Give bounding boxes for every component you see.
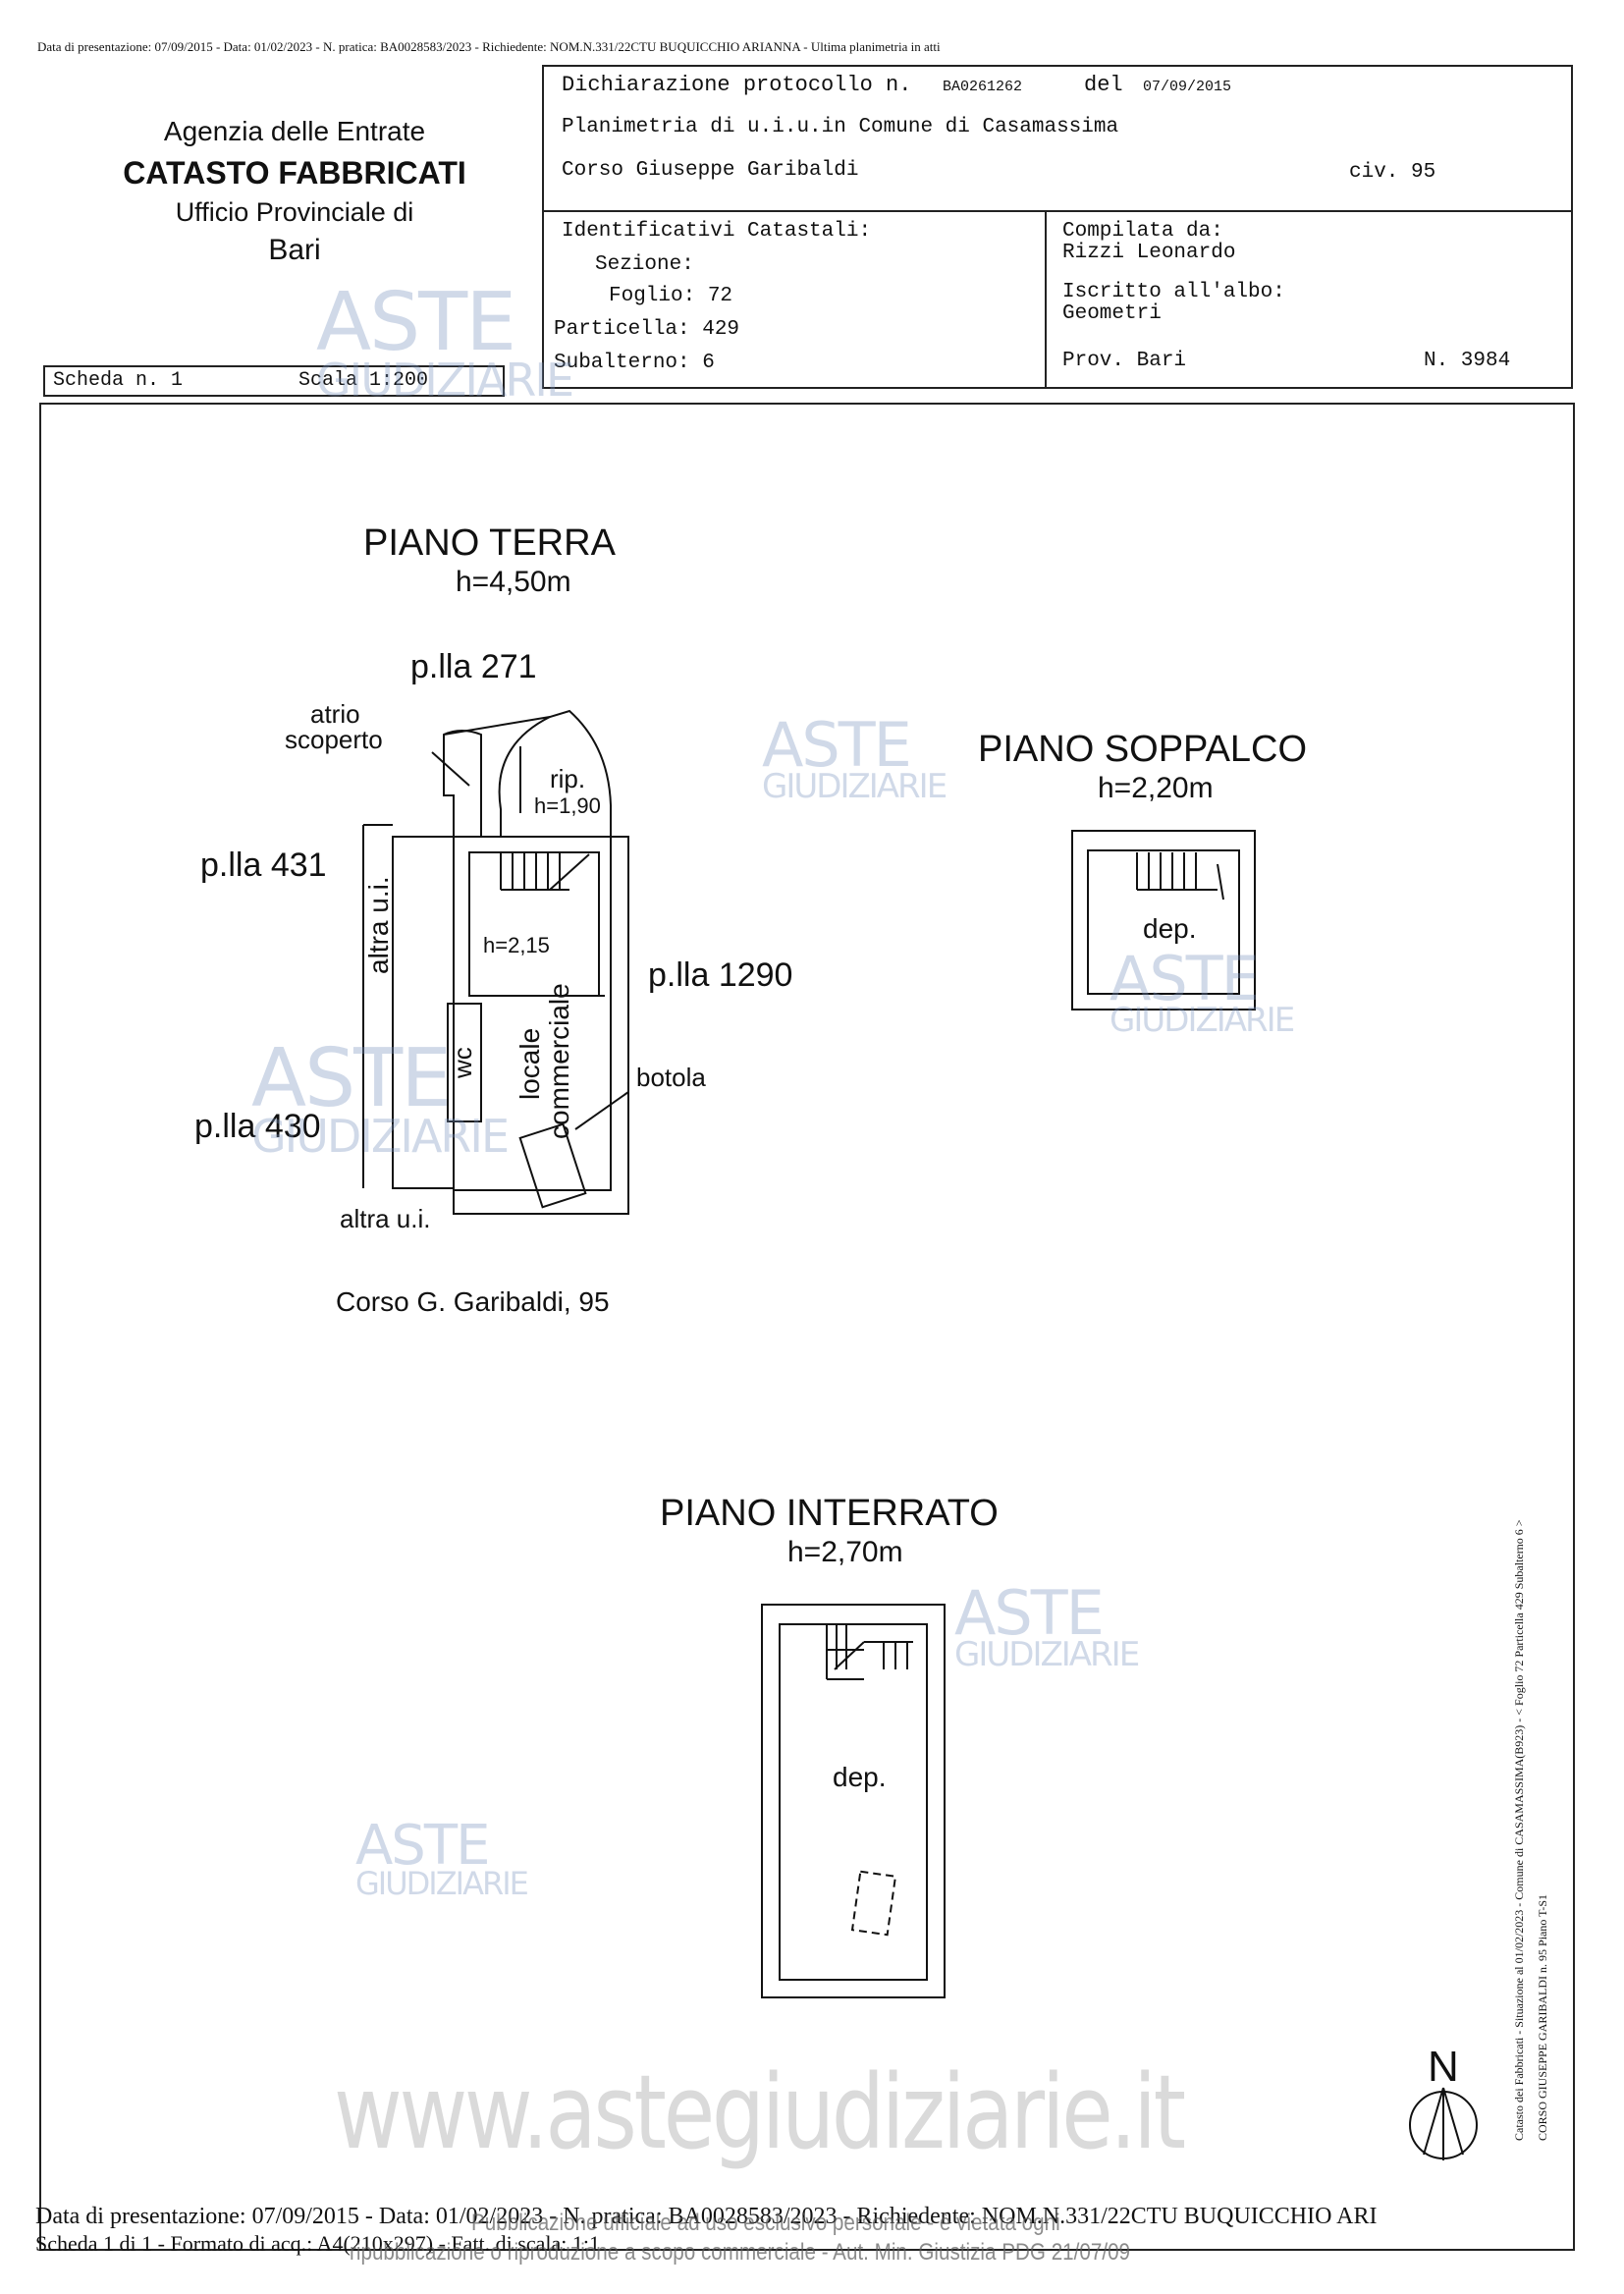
compilata-name: Rizzi Leonardo (1062, 242, 1236, 264)
soppalco-outer (1071, 830, 1256, 1010)
stairs-soppalco (1136, 852, 1224, 901)
piano-soppalco-title: PIANO SOPPALCO (978, 729, 1308, 770)
interrato-hatch (850, 1870, 897, 1937)
atrio-leader (431, 751, 470, 787)
botola-label: botola (636, 1063, 706, 1092)
sezione-field: Sezione: (595, 253, 694, 276)
albo-value: Geometri (1062, 302, 1162, 325)
scala-label: Scala 1:200 (298, 369, 429, 392)
footer-overlay-2: ripubblicazione o riproduzione a scopo c… (350, 2239, 1131, 2266)
commerciale-label: commerciale (544, 983, 574, 1139)
drawing-frame (39, 403, 1575, 2251)
side-note-address: CORSO GIUSEPPE GARIBALDI n. 95 Piano T-S… (1536, 1893, 1549, 2141)
piano-terra-height: h=4,50m (456, 566, 571, 598)
north-arrow-left (1423, 2087, 1444, 2156)
civ-number: civ. 95 (1349, 161, 1436, 184)
footer-overlay-1: Pubblicazione ufficiale ad uso esclusivo… (471, 2210, 1060, 2236)
piano-interrato-height: h=2,70m (787, 1536, 903, 1568)
street-line: Corso Giuseppe Garibaldi (562, 159, 859, 182)
footer-line-1: Data di presentazione: 07/09/2015 - Data… (35, 2204, 1378, 2229)
pla-1290-label: p.lla 1290 (648, 956, 793, 994)
terra-inner-wall (453, 836, 612, 1191)
agency-block: Agenzia delle Entrate CATASTO FABBRICATI… (59, 116, 530, 267)
interrato-room-label: dep. (833, 1762, 887, 1792)
catasto-title: CATASTO FABBRICATI (123, 155, 466, 191)
foglio-field: Foglio: 72 (609, 285, 733, 307)
botola-hatch (518, 1122, 587, 1209)
atrio-curve (443, 716, 551, 736)
top-info-line: Data di presentazione: 07/09/2015 - Data… (37, 39, 941, 54)
address-label: Corso G. Garibaldi, 95 (336, 1286, 610, 1317)
stairs-interrato (826, 1624, 913, 1680)
interrato-outer (761, 1604, 946, 1998)
stairs-terra (500, 851, 590, 891)
footer-line-2: Scheda 1 di 1 - Formato di acq.: A4(210x… (35, 2231, 600, 2256)
pla-431-label: p.lla 431 (200, 847, 327, 884)
iscritto-label: Iscritto all'albo: (1062, 281, 1285, 303)
rip-label: rip. (550, 764, 586, 793)
north-label: N (1428, 2043, 1459, 2091)
pla-271-label: p.lla 271 (410, 648, 537, 685)
rip-height: h=1,90 (534, 793, 601, 818)
scheda-label: Scheda n. 1 (53, 369, 184, 392)
particella-field: Particella: 429 (554, 318, 740, 341)
piano-soppalco-height: h=2,20m (1098, 772, 1214, 804)
locale-label: locale (514, 1027, 545, 1100)
declaration-del: del (1084, 73, 1123, 97)
piano-terra-title: PIANO TERRA (363, 522, 616, 564)
pla-430-label: p.lla 430 (194, 1108, 321, 1145)
declaration-date: 07/09/2015 (1143, 79, 1232, 95)
wc-room (447, 1003, 482, 1122)
piano-interrato-title: PIANO INTERRATO (660, 1493, 999, 1534)
compilata-title: Compilata da: (1062, 220, 1223, 243)
atrio-label: atrio (310, 699, 360, 729)
prov-value: Prov. Bari (1062, 350, 1187, 372)
box-divider (1045, 212, 1047, 387)
subalterno-field: Subalterno: 6 (554, 352, 715, 374)
interrato-inner (779, 1623, 928, 1981)
soppalco-room-label: dep. (1143, 913, 1197, 944)
registration-number: N. 3984 (1424, 350, 1511, 372)
terra-inner-height: h=2,15 (483, 933, 550, 957)
declaration-number: BA0261262 (943, 79, 1023, 95)
agency-name: Agenzia delle Entrate (163, 116, 426, 146)
terra-upper-room (468, 851, 600, 997)
planimetria-line: Planimetria di u.i.u.in Comune di Casama… (562, 116, 1119, 138)
north-arrow-right (1442, 2087, 1464, 2156)
soppalco-inner (1087, 849, 1240, 995)
scheda-box: Scheda n. 1 Scala 1:200 (43, 365, 505, 397)
watermark-site: www.astegiudiziarie.it (334, 2052, 1186, 2172)
ufficio-label: Ufficio Provinciale di (175, 197, 414, 227)
declaration-box: Dichiarazione protocollo n. BA0261262 de… (542, 65, 1573, 212)
botola-leader (574, 1091, 629, 1130)
scoperto-label: scoperto (285, 725, 383, 754)
side-note-cadastre: Catasto dei Fabbricati - Situazione al 0… (1512, 1519, 1526, 2141)
altra-ui-bottom-label: altra u.i. (340, 1204, 431, 1233)
declaration-label: Dichiarazione protocollo n. (562, 73, 912, 97)
ufficio-city: Bari (268, 234, 321, 266)
cadastral-box: Identificativi Catastali: Sezione: Fogli… (542, 210, 1573, 389)
identificativi-title: Identificativi Catastali: (562, 220, 872, 243)
altra-ui-vertical-label: altra u.i. (363, 876, 394, 974)
